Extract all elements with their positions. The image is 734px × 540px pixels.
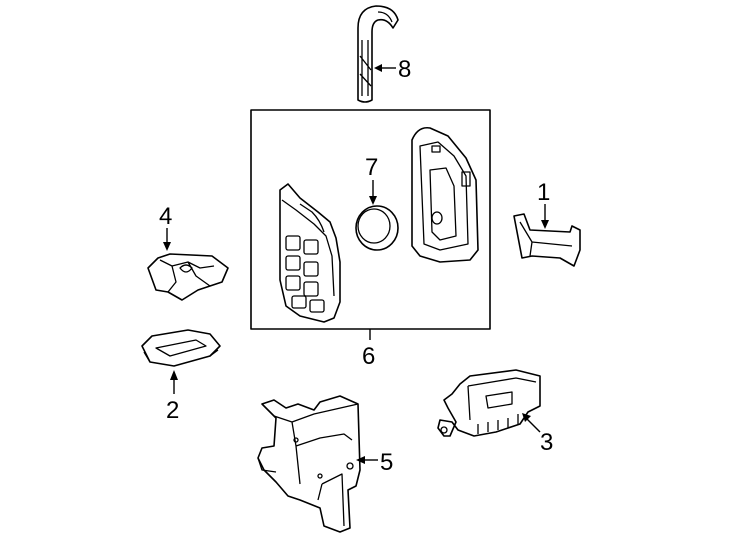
arrowhead-2	[170, 370, 178, 380]
arrowhead-8	[374, 64, 382, 72]
arrowhead-3	[522, 413, 531, 422]
part-1-bracket	[513, 213, 581, 267]
arrowhead-5	[356, 456, 365, 464]
callout-6: 6	[362, 343, 375, 370]
callout-2: 2	[166, 397, 179, 424]
part-6-fob-housing	[411, 126, 479, 263]
part-5-module-bracket	[257, 395, 361, 533]
part-6-fob-case	[279, 183, 341, 323]
part-8-key	[357, 5, 399, 103]
leader-3	[525, 417, 541, 433]
callout-8: 8	[398, 56, 411, 83]
part-3-control-module	[437, 369, 541, 437]
callout-1: 1	[537, 179, 550, 206]
arrowhead-7	[369, 196, 377, 205]
callout-5: 5	[380, 449, 393, 476]
callout-4: 4	[159, 203, 172, 230]
arrowhead-1	[541, 220, 549, 229]
part-7-battery	[355, 205, 399, 251]
part-2-mounting-plate	[141, 329, 221, 367]
callout-3: 3	[540, 429, 553, 456]
arrowhead-4	[163, 242, 171, 251]
part-4-receiver-bracket	[147, 253, 229, 301]
callout-7: 7	[365, 154, 378, 181]
